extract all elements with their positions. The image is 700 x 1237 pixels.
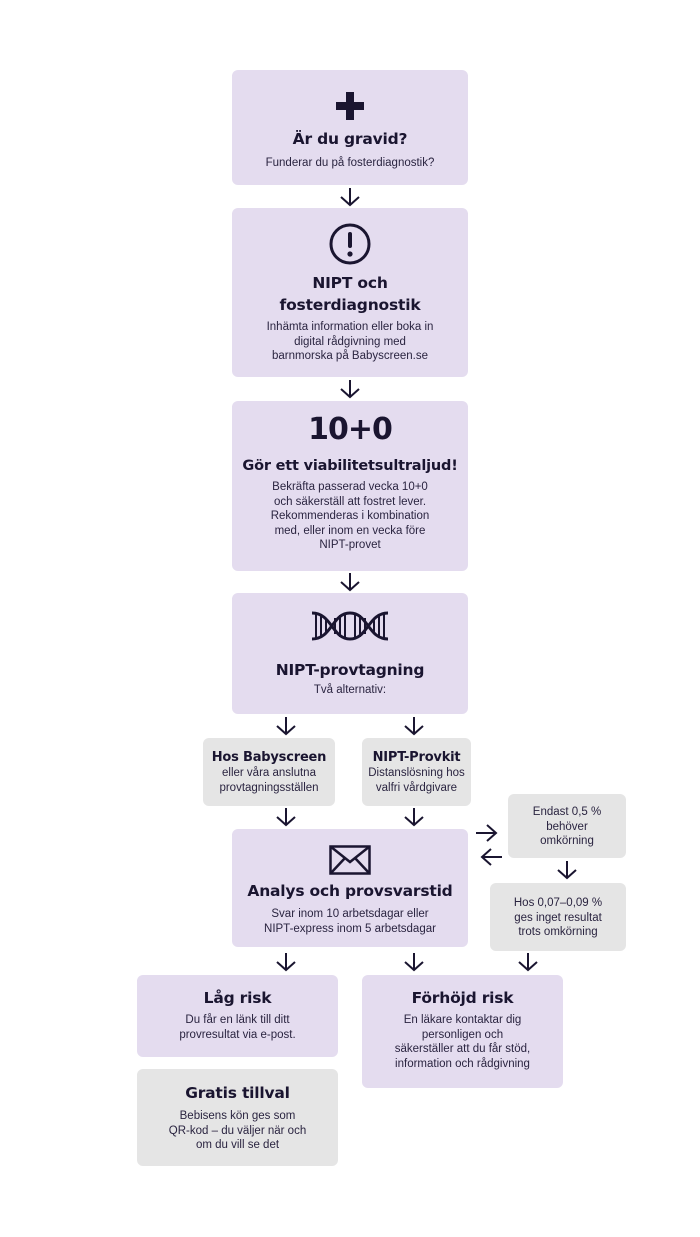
desc-line: Bekräfta passerad vecka 10+0 xyxy=(272,481,428,493)
step-nipt-info-title-2: fosterdiagnostik xyxy=(279,296,421,314)
free-gender-option: Gratis tillval Bebisens kön ges som QR-k… xyxy=(137,1069,338,1166)
free-gender-option-title: Gratis tillval xyxy=(185,1084,290,1102)
arrow-down-icon xyxy=(404,717,424,736)
desc-line: NIPT-express inom 5 arbetsdagar xyxy=(264,922,436,935)
step-nipt-info-desc: Inhämta information eller boka in digita… xyxy=(232,320,468,364)
arrow-down-icon xyxy=(276,808,296,827)
desc-line: provresultat via e-post. xyxy=(179,1028,296,1041)
step-analysis-desc: Svar inom 10 arbetsdagar eller NIPT-expr… xyxy=(232,907,468,936)
arrow-down-icon xyxy=(557,861,577,880)
desc-line: Du får en länk till ditt xyxy=(185,1014,290,1026)
desc-line: barnmorska på Babyscreen.se xyxy=(272,350,428,362)
arrow-down-icon xyxy=(340,188,360,207)
rerun-note: Endast 0,5 % behöver omkörning xyxy=(508,794,626,858)
desc-line: eller våra anslutna xyxy=(222,767,316,779)
dna-icon xyxy=(311,611,389,641)
step-pregnant-desc: Funderar du på fosterdiagnostik? xyxy=(265,157,435,169)
desc-line: NIPT-provet xyxy=(319,539,381,551)
option-provkit: NIPT-Provkit Distanslösning hos valfri v… xyxy=(362,738,471,806)
plus-icon xyxy=(336,92,364,120)
step-pregnant-title: Är du gravid? xyxy=(292,130,408,148)
arrow-down-icon xyxy=(276,717,296,736)
desc-line: trots omkörning xyxy=(518,926,598,938)
step-nipt-sampling-desc: Två alternativ: xyxy=(313,684,387,696)
result-high-risk-desc: En läkare kontaktar dig personligen och … xyxy=(362,1013,563,1071)
desc-line: valfri vårdgivare xyxy=(375,781,458,794)
result-high-risk: Förhöjd risk En läkare kontaktar dig per… xyxy=(362,975,563,1088)
arrow-down-icon xyxy=(340,380,360,399)
desc-line: En läkare kontaktar dig xyxy=(403,1014,522,1026)
desc-line: QR-kod – du väljer när och xyxy=(168,1124,307,1137)
desc-line: Endast 0,5 % xyxy=(532,806,602,818)
option-provkit-title: NIPT-Provkit xyxy=(372,750,461,765)
desc-line: med, eller inom en vecka före xyxy=(274,524,426,537)
arrow-down-icon xyxy=(404,808,424,827)
week-badge: 10+0 xyxy=(308,412,393,447)
option-babyscreen-desc: eller våra anslutna provtagningsställen xyxy=(203,766,335,795)
option-provkit-desc: Distanslösning hos valfri vårdgivare xyxy=(362,766,471,795)
desc-line: information och rådgivning xyxy=(395,1057,530,1070)
step-nipt-info: NIPT och fosterdiagnostik Inhämta inform… xyxy=(232,208,468,377)
desc-line: digital rådgivning med xyxy=(294,335,406,348)
option-babyscreen-title: Hos Babyscreen xyxy=(211,750,327,765)
desc-line: Inhämta information eller boka in xyxy=(266,321,434,333)
arrow-down-icon xyxy=(340,573,360,592)
result-low-risk-title: Låg risk xyxy=(203,989,272,1007)
desc-line: säkerställer att du får stöd, xyxy=(394,1043,531,1055)
free-gender-option-desc: Bebisens kön ges som QR-kod – du väljer … xyxy=(137,1109,338,1153)
exclamation-circle-icon xyxy=(329,223,371,265)
desc-line: Svar inom 10 arbetsdagar eller xyxy=(271,908,429,920)
step-viability-title: Gör ett viabilitetsultraljud! xyxy=(242,458,458,474)
arrow-left-icon xyxy=(480,848,502,866)
desc-line: Bebisens kön ges som xyxy=(179,1110,296,1122)
arrow-down-icon xyxy=(276,953,296,972)
arrow-right-icon xyxy=(476,824,498,842)
step-pregnant: Är du gravid? Funderar du på fosterdiagn… xyxy=(232,70,468,185)
step-analysis: Analys och provsvarstid Svar inom 10 arb… xyxy=(232,829,468,947)
arrow-down-icon xyxy=(404,953,424,972)
step-nipt-sampling-title: NIPT-provtagning xyxy=(275,661,425,679)
no-result-note: Hos 0,07–0,09 % ges inget resultat trots… xyxy=(490,883,626,951)
desc-line: provtagningsställen xyxy=(219,781,319,794)
desc-line: om du vill se det xyxy=(195,1139,280,1151)
desc-line: ges inget resultat xyxy=(514,911,602,924)
desc-line: och säkerställ att fostret lever. xyxy=(273,495,427,508)
step-viability-ultrasound: 10+0 Gör ett viabilitetsultraljud! Bekrä… xyxy=(232,401,468,571)
desc-line: Rekommenderas i kombination xyxy=(270,510,430,522)
step-nipt-info-title-1: NIPT och xyxy=(312,274,388,292)
envelope-icon xyxy=(329,845,371,875)
desc-line: Hos 0,07–0,09 % xyxy=(513,897,603,909)
result-low-risk-desc: Du får en länk till ditt provresultat vi… xyxy=(137,1013,338,1042)
step-viability-desc: Bekräfta passerad vecka 10+0 och säkerst… xyxy=(232,480,468,553)
desc-line: personligen och xyxy=(421,1028,504,1041)
step-analysis-title: Analys och provsvarstid xyxy=(247,882,453,900)
arrow-down-icon xyxy=(518,953,538,972)
result-low-risk: Låg risk Du får en länk till ditt provre… xyxy=(137,975,338,1057)
step-nipt-sampling: NIPT-provtagning Två alternativ: xyxy=(232,593,468,714)
desc-line: Distanslösning hos xyxy=(368,767,465,779)
rerun-note-desc: Endast 0,5 % behöver omkörning xyxy=(508,805,626,849)
result-high-risk-title: Förhöjd risk xyxy=(411,989,514,1007)
no-result-note-desc: Hos 0,07–0,09 % ges inget resultat trots… xyxy=(490,896,626,940)
desc-line: behöver xyxy=(546,820,588,833)
desc-line: omkörning xyxy=(540,835,594,847)
option-babyscreen: Hos Babyscreen eller våra anslutna provt… xyxy=(203,738,335,806)
